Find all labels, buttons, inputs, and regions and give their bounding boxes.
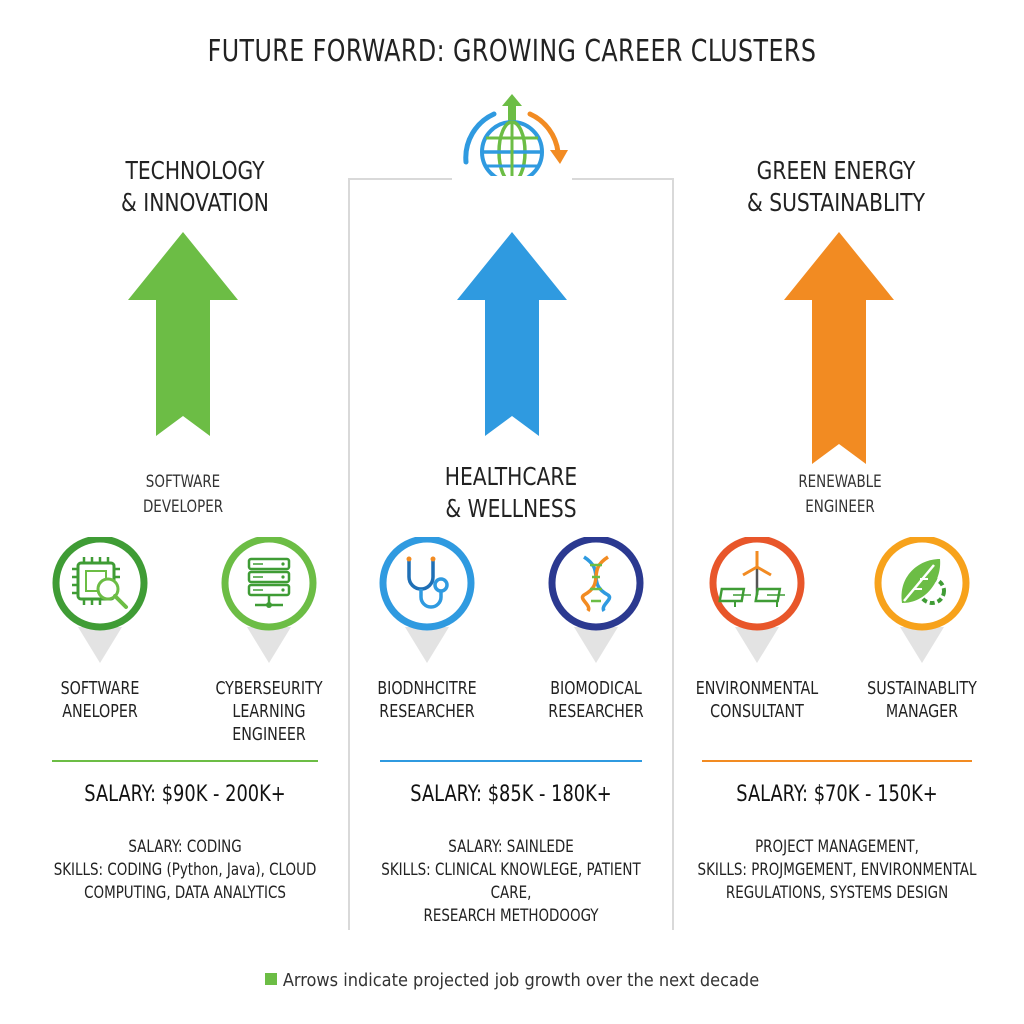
green-energy-cluster-title: GREEN ENERGY & SUSTAINABLITY: [714, 155, 959, 219]
technology-growth-arrow: [128, 232, 238, 436]
pin-label-line1: ENVIRONMENTAL: [695, 678, 819, 699]
healthcare-title-line2: & WELLNESS: [445, 494, 577, 523]
healthcare-panel-frame: [348, 176, 674, 930]
pin-label-line2: RESEARCHER: [548, 701, 644, 722]
pin-label-line2: MANAGER: [885, 701, 959, 722]
technology-cluster-title: TECHNOLOGY & INNOVATION: [74, 155, 317, 219]
skills-line2: SKILLS: CODING (Python, Java), CLOUD: [53, 860, 317, 880]
technology-mid-label-line1: SOFTWARE: [145, 472, 221, 492]
green-energy-growth-arrow: [784, 232, 894, 464]
pin-label-line1: BIODNHCITRE: [377, 678, 477, 699]
healthcare-cluster-title: HEALTHCARE & WELLNESS: [393, 461, 629, 525]
footnote: Arrows indicate projected job growth ove…: [0, 970, 1024, 991]
dna-icon: [548, 537, 644, 663]
skills-line3: RESEARCH METHODOOGY: [423, 906, 599, 926]
green-energy-mid-label-line1: RENEWABLE: [798, 472, 882, 492]
panel-notch: [452, 176, 572, 184]
green-energy-salary: SALARY: $70K - 150K+: [736, 782, 938, 807]
pin-label-line2: LEARNING: [232, 701, 306, 722]
biomodical-researcher-label: BIOMODICAL RESEARCHER: [521, 677, 671, 723]
chip-magnifier-icon: [52, 537, 148, 663]
sustainability-manager-label: SUSTAINABLITY MANAGER: [847, 677, 997, 723]
pin-label-line2: ANELOPER: [62, 701, 138, 722]
healthcare-title-line1: HEALTHCARE: [444, 462, 578, 491]
technology-title-line2: & INNOVATION: [121, 188, 269, 217]
pin-label-line1: SUSTAINABLITY: [867, 678, 977, 699]
healthcare-divider: [380, 760, 642, 762]
green-energy-title-line1: GREEN ENERGY: [756, 156, 916, 185]
pin-label-line1: CYBERSEURITY: [215, 678, 323, 699]
healthcare-salary: SALARY: $85K - 180K+: [410, 782, 612, 807]
green-energy-divider: [702, 760, 972, 762]
footnote-text: Arrows indicate projected job growth ove…: [282, 970, 760, 991]
wind-solar-icon: [709, 537, 805, 663]
green-energy-skills: PROJECT MANAGEMENT, SKILLS: PROJMGEMENT,…: [692, 836, 982, 905]
software-developer-label: SOFTWARE ANELOPER: [25, 677, 175, 723]
stethoscope-icon: [379, 537, 475, 663]
page-title: FUTURE FORWARD: GROWING CAREER CLUSTERS: [207, 34, 817, 69]
technology-salary: SALARY: $90K - 200K+: [84, 782, 286, 807]
technology-mid-label-line2: DEVELOPER: [142, 497, 224, 517]
pin-label-line1: SOFTWARE: [60, 678, 140, 699]
skills-line3: COMPUTING, DATA ANALYTICS: [84, 883, 286, 903]
environmental-consultant-label: ENVIRONMENTAL CONSULTANT: [682, 677, 832, 723]
skills-line1: SALARY: SAINLEDE: [448, 837, 574, 857]
technology-mid-label: SOFTWARE DEVELOPER: [104, 470, 262, 520]
pin-label-line2: RESEARCHER: [379, 701, 475, 722]
technology-divider: [52, 760, 318, 762]
pin-label-line2: CONSULTANT: [710, 701, 804, 722]
skills-line1: PROJECT MANAGEMENT,: [755, 837, 919, 857]
skills-line3: REGULATIONS, SYSTEMS DESIGN: [725, 883, 949, 903]
biodnhcitre-researcher-label: BIODNHCITRE RESEARCHER: [352, 677, 502, 723]
green-energy-mid-label-line2: ENGINEER: [805, 497, 875, 517]
server-icon: [221, 537, 317, 663]
pin-label-line1: BIOMODICAL: [550, 678, 642, 699]
skills-line2: SKILLS: PROJMGEMENT, ENVIRONMENTAL: [697, 860, 977, 880]
skills-line2: SKILLS: CLINICAL KNOWLEGE, PATIENT CARE,: [381, 860, 641, 903]
cybersecurity-engineer-label: CYBERSEURITY LEARNING ENGINEER: [194, 677, 344, 746]
legend-square-icon: [264, 973, 277, 985]
green-energy-mid-label: RENEWABLE ENGINEER: [761, 470, 919, 520]
pin-label-line3: ENGINEER: [232, 724, 306, 745]
leaf-gear-icon: [874, 537, 970, 663]
healthcare-skills: SALARY: SAINLEDE SKILLS: CLINICAL KNOWLE…: [366, 836, 656, 928]
technology-title-line1: TECHNOLOGY: [125, 156, 265, 185]
technology-skills: SALARY: CODING SKILLS: CODING (Python, J…: [40, 836, 330, 905]
skills-line1: SALARY: CODING: [128, 837, 242, 857]
green-energy-title-line2: & SUSTAINABLITY: [746, 188, 926, 217]
healthcare-growth-arrow: [457, 232, 567, 436]
